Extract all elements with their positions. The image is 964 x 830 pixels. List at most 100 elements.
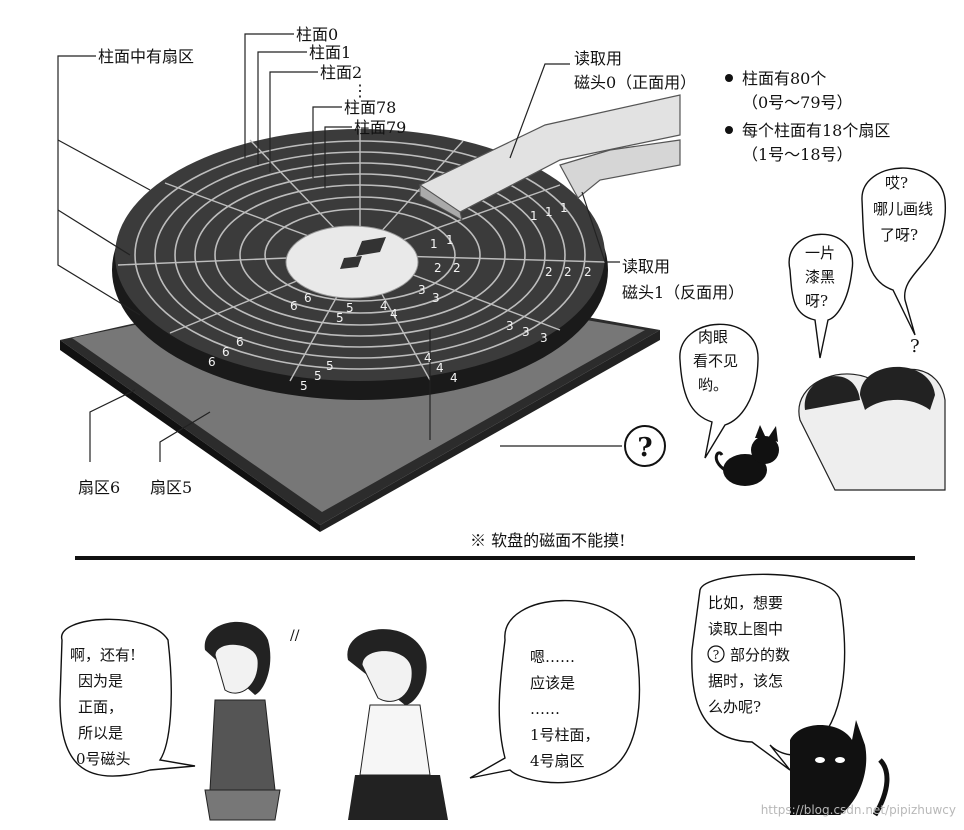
sector-num: 3 <box>522 325 530 339</box>
sector-num: 1 <box>560 201 568 215</box>
svg-text:应该是: 应该是 <box>530 674 575 692</box>
bubble-cat: 比如，想要 读取上图中 ? 部分的数 据时，该怎 么办呢? <box>691 573 846 771</box>
sector-num: 5 <box>314 369 322 383</box>
bubble-where-line: 哎? 哪儿画线 了呀? <box>861 167 946 336</box>
bullet-1-line1: 柱面有80个 <box>742 69 826 88</box>
sector-on-cylinder-label: 柱面中有扇区 <box>98 47 194 66</box>
question-circle <box>624 425 666 467</box>
sector-num: 2 <box>434 261 442 275</box>
bubble-pitch-black: 一片 漆黑 呀? <box>788 233 854 359</box>
cylinder-ellipsis: ⋮ <box>352 81 368 100</box>
sector-num: 3 <box>418 283 426 297</box>
cat-small-icon <box>714 425 779 486</box>
hub-hole <box>356 237 386 256</box>
bubble-girl1: 啊，还有! 因为是 正面， 所以是 0号磁头 <box>59 618 196 777</box>
svg-text:肉眼: 肉眼 <box>698 328 728 346</box>
svg-text:漆黑: 漆黑 <box>805 268 835 286</box>
sector-num: 6 <box>208 355 216 369</box>
svg-text://: // <box>290 628 300 644</box>
svg-text:据时，该怎: 据时，该怎 <box>708 672 783 690</box>
sector-num: 5 <box>326 359 334 373</box>
watermark: https://blog.csdn.net/pipizhuwcy <box>761 803 956 817</box>
bullet-2-line2: （1号～18号） <box>742 145 853 164</box>
svg-text:0号磁头: 0号磁头 <box>76 750 131 768</box>
bubble-girl2: 嗯…… 应该是 …… 1号柱面， 4号扇区 <box>469 599 641 784</box>
cat-black-icon <box>790 720 890 817</box>
sector-num: 6 <box>304 291 312 305</box>
sector-num: 1 <box>530 209 538 223</box>
sector-num: 4 <box>390 307 398 321</box>
head-0-label-line1: 读取用 <box>574 49 622 68</box>
sector-num: 6 <box>236 335 244 349</box>
sector-numbers: 1 1 1 1 1 2 2 2 2 2 3 3 3 3 3 4 4 4 4 4 … <box>208 201 592 393</box>
sector-num: 1 <box>430 237 438 251</box>
sector-num: 5 <box>300 379 308 393</box>
disk-base-plate-side-right <box>320 330 660 532</box>
read-head-1-arm <box>559 139 681 199</box>
svg-text:……: …… <box>530 700 560 718</box>
svg-text:啊，还有!: 啊，还有! <box>70 646 136 664</box>
svg-text:读取上图中: 读取上图中 <box>708 620 783 638</box>
warning-note: ※ 软盘的磁面不能摸! <box>470 531 626 550</box>
svg-text:一片: 一片 <box>805 244 835 262</box>
girl1-drawing: // <box>204 621 300 821</box>
divider <box>75 556 915 560</box>
svg-text:哟。: 哟。 <box>698 376 728 394</box>
sector-num: 3 <box>432 291 440 305</box>
bullet-1-line2: （0号～79号） <box>742 93 853 112</box>
svg-text:哪儿画线: 哪儿画线 <box>873 200 933 218</box>
bullet-dot <box>725 126 733 134</box>
cylinder-78-label: 柱面78 <box>344 98 396 117</box>
cylinder-2-label: 柱面2 <box>320 63 362 82</box>
svg-text:4号扇区: 4号扇区 <box>530 752 585 770</box>
svg-text:嗯……: 嗯…… <box>530 648 575 666</box>
svg-text:么办呢?: 么办呢? <box>708 698 761 716</box>
head-1-label-line2: 磁头1（反面用） <box>622 283 744 302</box>
girl2-drawing <box>347 629 448 820</box>
sector-5-label: 扇区5 <box>150 478 192 497</box>
bullet-dot <box>725 74 733 82</box>
sector-num: 4 <box>424 351 432 365</box>
svg-text:?: ? <box>910 336 920 357</box>
sector-num: 3 <box>540 331 548 345</box>
sector-num: 1 <box>446 233 454 247</box>
svg-text:看不见: 看不见 <box>693 352 738 370</box>
sector-num: 5 <box>336 311 344 325</box>
sector-num: 2 <box>453 261 461 275</box>
svg-text:哎?: 哎? <box>885 174 908 192</box>
cylinder-79-label: 柱面79 <box>354 118 406 137</box>
sector-num: 4 <box>380 299 388 313</box>
head-0-label-line2: 磁头0（正面用） <box>574 73 696 92</box>
head-1-label-line1: 读取用 <box>622 257 670 276</box>
cylinder-0-label: 柱面0 <box>296 25 338 44</box>
sector-num: 6 <box>290 299 298 313</box>
sector-num: 4 <box>436 361 444 375</box>
question-mark: ? <box>637 433 652 463</box>
two-girls-drawing: ? <box>798 336 946 491</box>
question-circle-small <box>707 645 725 663</box>
svg-text:呀?: 呀? <box>805 292 828 310</box>
bubble-invisible: 肉眼 看不见 哟。 <box>679 323 759 459</box>
sector-num: 4 <box>450 371 458 385</box>
leader-lines <box>57 33 622 462</box>
svg-text:因为是: 因为是 <box>78 672 123 690</box>
sector-num: 6 <box>222 345 230 359</box>
svg-text:所以是: 所以是 <box>78 724 123 742</box>
sector-num: 2 <box>545 265 553 279</box>
cylinder-1-label: 柱面1 <box>309 43 351 62</box>
sector-num: 2 <box>584 265 592 279</box>
disk-base-plate-side <box>60 340 320 532</box>
sector-num: 1 <box>545 205 553 219</box>
sector-6-label: 扇区6 <box>78 478 120 497</box>
svg-text:比如，想要: 比如，想要 <box>708 594 783 612</box>
svg-text:?: ? <box>713 648 719 662</box>
sector-num: 5 <box>346 301 354 315</box>
hub-hole <box>340 256 362 269</box>
svg-text:1号柱面，: 1号柱面， <box>530 726 600 744</box>
svg-text:部分的数: 部分的数 <box>730 646 790 664</box>
sector-num: 2 <box>564 265 572 279</box>
sector-num: 3 <box>506 319 514 333</box>
svg-text:了呀?: 了呀? <box>880 226 918 244</box>
read-head-0-tip <box>419 184 463 222</box>
